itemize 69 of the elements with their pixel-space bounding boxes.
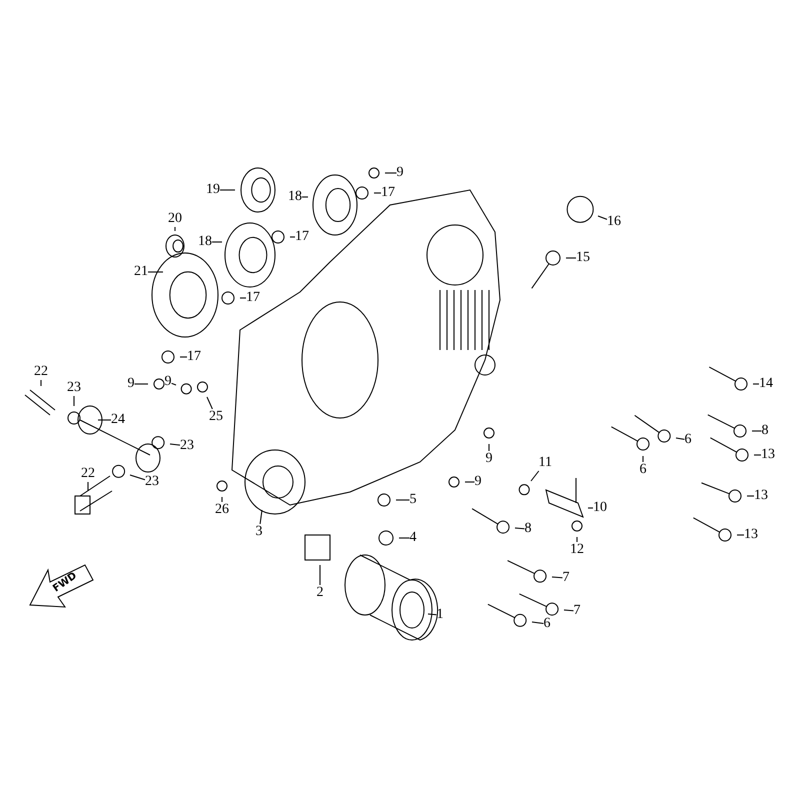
callout-number: 25 xyxy=(209,409,223,425)
callout-number: 3 xyxy=(256,524,262,540)
callout-number: 6 xyxy=(544,616,550,632)
leader-line xyxy=(488,444,490,452)
leader-line xyxy=(552,576,563,578)
leader-line xyxy=(302,196,308,198)
callout-number: 22 xyxy=(81,466,95,482)
callout-number: 21 xyxy=(134,264,148,280)
callout-number: 13 xyxy=(761,447,775,463)
callout-number: 8 xyxy=(762,423,768,439)
callout-number: 9 xyxy=(164,374,172,390)
leader-line xyxy=(171,382,176,386)
leader-line xyxy=(530,470,540,482)
callout-number: 10 xyxy=(593,500,607,516)
leader-line xyxy=(576,536,578,542)
callout-number: 23 xyxy=(145,474,159,490)
leader-line xyxy=(130,474,146,480)
leader-line xyxy=(736,534,744,536)
callout-number: 23 xyxy=(67,380,81,396)
callout-number: 9 xyxy=(474,474,482,490)
callout-number: 13 xyxy=(754,488,768,504)
callout-number: 7 xyxy=(574,603,580,619)
leader-line xyxy=(180,356,188,358)
callout-number: 18 xyxy=(288,189,302,205)
callout-number: 15 xyxy=(576,250,590,266)
callout-number: 9 xyxy=(128,376,134,392)
leader-line xyxy=(598,216,608,220)
callout-number: 16 xyxy=(607,214,621,230)
leader-line xyxy=(170,444,180,446)
callout-number: 9 xyxy=(486,451,492,467)
leader-line xyxy=(532,622,544,624)
callout-number: 17 xyxy=(295,229,309,245)
leader-line xyxy=(40,380,42,386)
callout-number: 11 xyxy=(538,455,552,471)
leader-line xyxy=(676,438,685,440)
callout-number: 6 xyxy=(684,432,692,448)
callout-number: 20 xyxy=(168,211,182,227)
callout-number: 9 xyxy=(396,165,404,181)
leader-line xyxy=(514,528,525,530)
callout-number: 5 xyxy=(410,492,416,508)
callout-number: 6 xyxy=(640,462,646,478)
leader-line xyxy=(752,430,762,432)
callout-number: 14 xyxy=(759,376,773,392)
callout-number: 13 xyxy=(744,527,758,543)
callout-number: 2 xyxy=(316,585,324,601)
callout-number: 22 xyxy=(34,364,48,380)
leader-line xyxy=(642,456,644,462)
leader-line xyxy=(174,226,176,232)
callout-number: 17 xyxy=(246,290,260,306)
leader-line xyxy=(290,236,296,238)
leader-line xyxy=(754,454,762,456)
callout-number: 17 xyxy=(381,185,395,201)
callout-number: 23 xyxy=(180,438,194,454)
leader-line xyxy=(384,172,397,174)
callout-number: 26 xyxy=(215,502,229,518)
leader-line xyxy=(564,610,574,612)
callout-number: 12 xyxy=(570,542,584,558)
callout-number: 24 xyxy=(111,412,125,428)
callout-number: 18 xyxy=(198,234,212,250)
leader-line xyxy=(374,192,382,194)
callout-number: 4 xyxy=(410,530,416,546)
leader-line xyxy=(206,396,213,410)
callout-number: 8 xyxy=(524,521,532,537)
leader-line xyxy=(260,510,262,524)
leader-line xyxy=(428,614,437,616)
callout-number: 17 xyxy=(187,349,201,365)
callout-number: 7 xyxy=(562,570,570,586)
callout-number: 1 xyxy=(436,607,444,623)
callout-number: 19 xyxy=(206,182,220,198)
